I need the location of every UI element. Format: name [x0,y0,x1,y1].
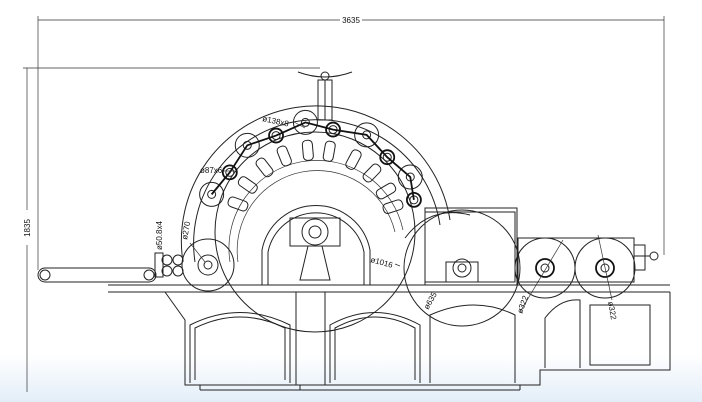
worker-roll [292,109,318,135]
doffer [403,209,521,327]
roll-axle [225,167,235,177]
licker-in [181,238,235,292]
stripper-roll [325,121,341,138]
machine-frame [108,284,671,391]
roll-axle [382,152,392,162]
dimension-labels: ø138x8 ø87x6 ø50.8x4 ø270 ø1016 ø635 ø32… [155,114,618,321]
roll-axle [271,131,281,141]
roll-bracket [237,176,258,194]
roll-axle [242,140,252,150]
label-stripper-rolls: ø87x6 [200,166,223,175]
stripper-roll [406,191,422,208]
label-main-cylinder: ø1016 [369,255,394,270]
cylinder-cover [180,105,451,285]
stripper-roll [379,149,396,166]
stripper-roll [221,164,238,181]
label-roll-1: ø322 [515,294,530,315]
height-dimension: 1835 [23,67,320,392]
worker-roll [354,122,380,148]
delivery-unit [634,244,659,271]
take-off-roll-2 [574,234,636,301]
roll-axle [207,189,217,199]
label-feed-rolls: ø50.8x4 [155,221,164,250]
worker-roll [234,132,260,158]
worker-stripper-rolls [199,109,423,214]
height-dimension-label: 1835 [23,219,32,237]
roll-housing [517,237,635,283]
roll-bracket [322,140,336,162]
roll-bracket [382,199,404,214]
roll-bracket [362,163,382,183]
feed-rolls [154,252,184,278]
main-cylinder [214,131,416,333]
label-doffer: ø635 [422,290,439,311]
main-cylinder-hub [289,217,341,281]
roll-bracket [301,139,314,161]
roll-bracket [345,149,362,170]
worker-roll [199,181,225,207]
label-roll-2: ø322 [606,301,618,321]
top-handwheel [297,71,353,121]
roll-axle [300,117,310,127]
roll-bracket [276,145,292,167]
worker-roll [397,164,423,190]
roll-bracket [255,157,274,178]
feed-conveyor [37,267,157,283]
width-dimension: 3635 [37,16,665,270]
roll-bracket [375,182,397,200]
stripper-roll [268,127,284,144]
width-dimension-label: 3635 [342,16,360,25]
drive-chain [210,121,415,201]
roll-bracket [227,196,249,212]
label-licker-in: ø270 [180,220,192,240]
